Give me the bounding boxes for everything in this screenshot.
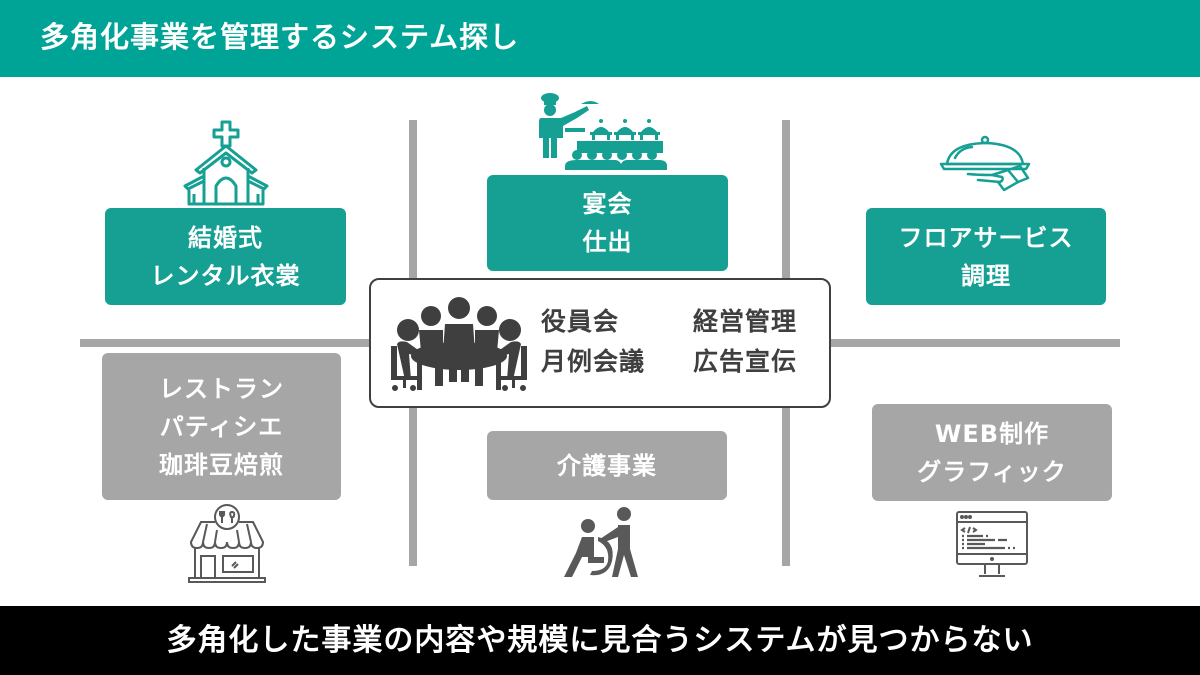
wheelchair-care-icon xyxy=(558,505,644,581)
storefront-icon xyxy=(187,502,267,584)
cloche-serving-icon xyxy=(938,134,1032,192)
web-label-2: グラフィック xyxy=(917,457,1067,486)
floor-label-2: 調理 xyxy=(961,261,1011,290)
banquet-label-2: 仕出 xyxy=(582,228,633,256)
floor-label-1: フロアサービス xyxy=(898,223,1074,252)
catering-icon xyxy=(537,92,667,170)
function-monthly-meeting: 月例会議 xyxy=(541,347,646,376)
restaurant-label-3: 珈琲豆焙煎 xyxy=(159,450,284,479)
banquet-label-1: 宴会 xyxy=(582,190,633,218)
wedding-label-2: レンタル衣裳 xyxy=(150,261,301,290)
page-title: 多角化事業を管理するシステム探し xyxy=(40,20,520,54)
function-advertising: 広告宣伝 xyxy=(693,347,798,376)
wedding-label-1: 結婚式 xyxy=(188,223,263,252)
business-box-wedding: 結婚式 レンタル衣裳 xyxy=(105,208,346,305)
footer-message: 多角化した事業の内容や規模に見合うシステムが見つからない xyxy=(166,623,1034,658)
church-icon xyxy=(181,118,271,206)
restaurant-label-1: レストラン xyxy=(159,374,284,403)
business-box-banquet: 宴会 仕出 xyxy=(487,175,728,271)
business-box-floor-service: フロアサービス 調理 xyxy=(866,208,1106,305)
function-management: 経営管理 xyxy=(693,307,798,336)
code-monitor-icon xyxy=(955,510,1029,582)
headquarters-box: 役員会 経営管理 月例会議 広告宣伝 xyxy=(369,278,831,408)
header-bar: 多角化事業を管理するシステム探し xyxy=(0,0,1200,77)
restaurant-label-2: パティシエ xyxy=(159,412,284,441)
business-box-web: WEB制作 グラフィック xyxy=(872,404,1112,501)
business-box-care: 介護事業 xyxy=(487,431,727,500)
business-box-restaurant: レストラン パティシエ 珈琲豆焙煎 xyxy=(102,353,341,500)
care-label: 介護事業 xyxy=(557,451,657,480)
headquarters-functions: 役員会 経営管理 月例会議 広告宣伝 xyxy=(541,304,821,380)
footer-bar: 多角化した事業の内容や規模に見合うシステムが見つからない xyxy=(0,606,1200,675)
web-label-1: WEB制作 xyxy=(934,419,1050,448)
board-meeting-icon xyxy=(389,296,529,392)
function-board-meeting: 役員会 xyxy=(541,307,620,336)
